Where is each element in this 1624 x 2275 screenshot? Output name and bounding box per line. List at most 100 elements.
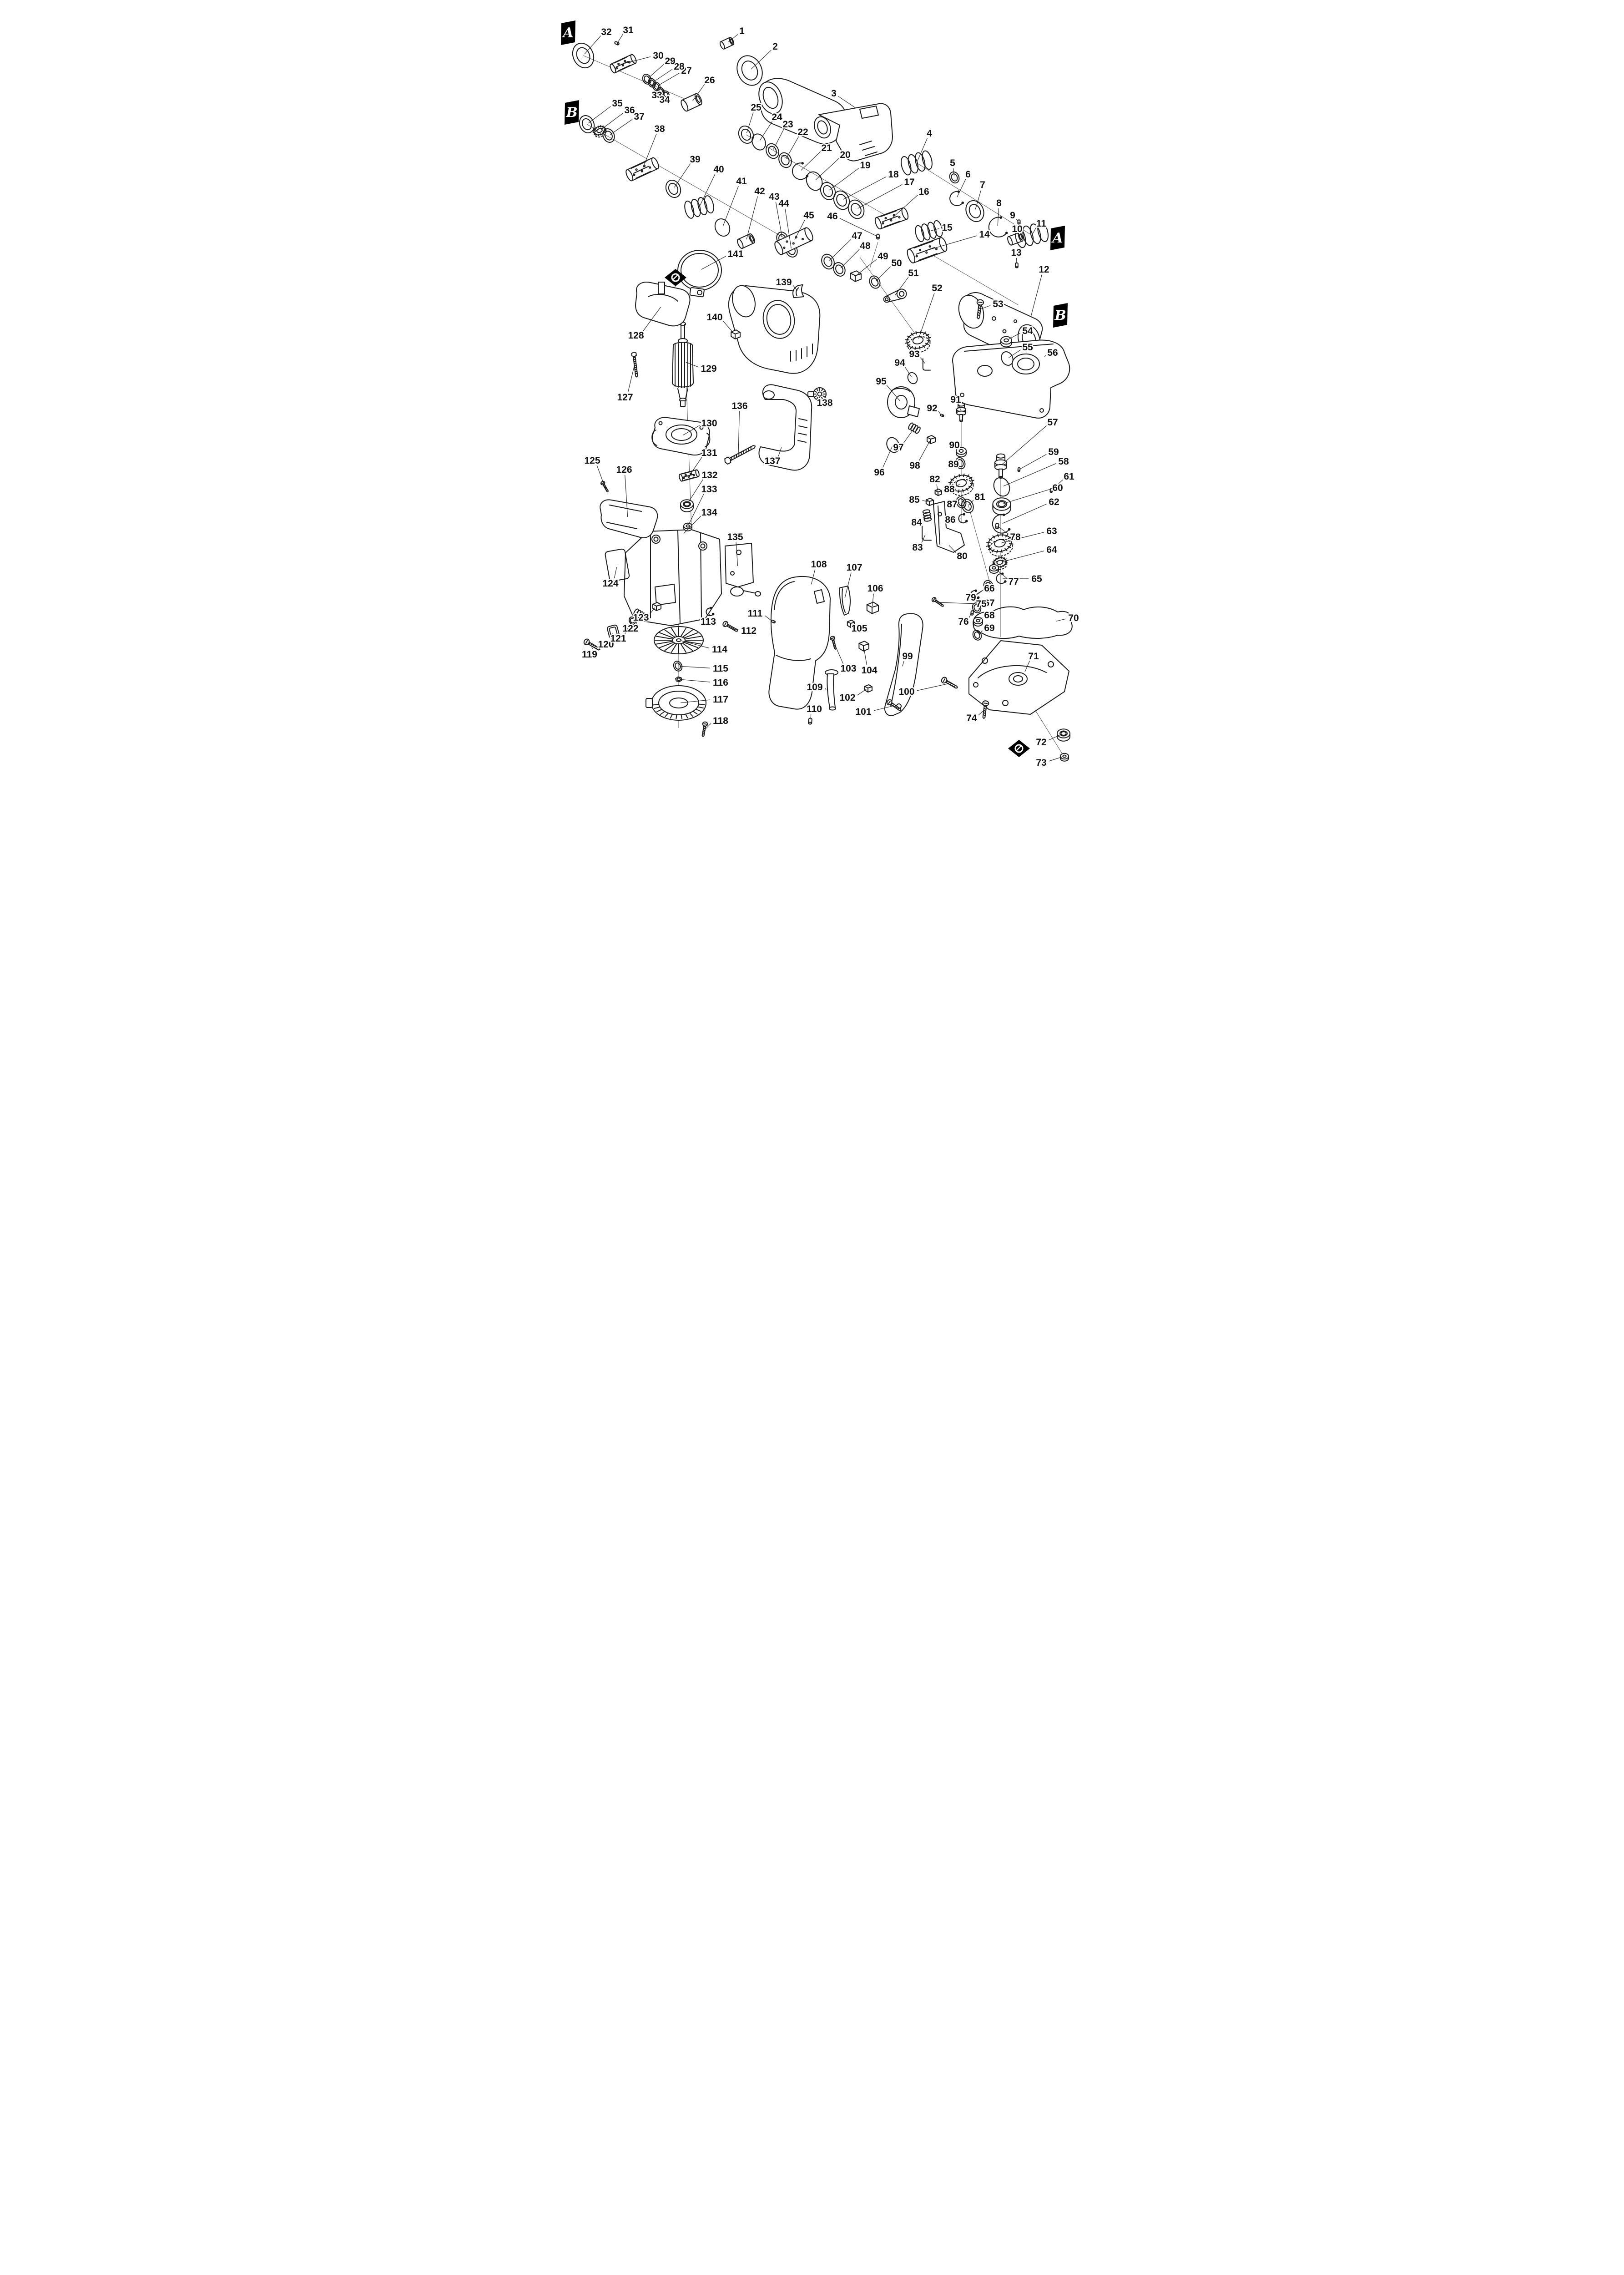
part-label-99: 99 bbox=[902, 651, 913, 662]
leader-101 bbox=[873, 706, 893, 711]
part-labels: 1234567891011121314151617181920212223242… bbox=[581, 24, 1080, 767]
part-glyph-115 bbox=[673, 661, 683, 672]
part-glyph-131 bbox=[679, 469, 700, 482]
part-glyph-86 bbox=[958, 513, 968, 524]
gasket bbox=[973, 606, 1073, 639]
leader-105 bbox=[850, 624, 852, 626]
leader-57 bbox=[1002, 425, 1047, 465]
part-label-93: 93 bbox=[909, 349, 919, 359]
part-label-129: 129 bbox=[701, 364, 716, 374]
part-label-44: 44 bbox=[778, 198, 789, 209]
part-label-105: 105 bbox=[851, 623, 867, 634]
leader-77 bbox=[995, 568, 1007, 579]
part-label-133: 133 bbox=[701, 484, 717, 495]
part-glyph-118 bbox=[701, 721, 708, 737]
part-label-53: 53 bbox=[993, 299, 1003, 309]
leader-6 bbox=[957, 179, 966, 197]
part-glyph-2 bbox=[736, 55, 763, 86]
brush-holder-bracket bbox=[933, 501, 965, 553]
part-glyph-110 bbox=[808, 718, 812, 725]
part-label-17: 17 bbox=[904, 177, 914, 187]
part-glyph-102 bbox=[864, 684, 873, 693]
barrel-housing bbox=[758, 78, 893, 162]
part-label-139: 139 bbox=[776, 277, 792, 288]
part-label-94: 94 bbox=[894, 358, 905, 368]
part-glyph-6 bbox=[949, 190, 964, 206]
part-glyph-96 bbox=[886, 437, 900, 453]
part-glyph-139 bbox=[792, 284, 804, 298]
leader-79 bbox=[977, 586, 987, 595]
part-label-78: 78 bbox=[1010, 532, 1021, 542]
leader-103 bbox=[834, 644, 843, 664]
part-label-15: 15 bbox=[942, 222, 953, 233]
leader-80 bbox=[948, 545, 956, 553]
part-label-116: 116 bbox=[713, 677, 728, 688]
part-label-42: 42 bbox=[754, 186, 765, 197]
part-label-135: 135 bbox=[727, 532, 743, 542]
part-label-57: 57 bbox=[1047, 417, 1058, 428]
part-glyph-62 bbox=[992, 513, 1011, 534]
part-glyph-133 bbox=[683, 522, 692, 531]
part-label-80: 80 bbox=[957, 551, 967, 561]
part-label-91: 91 bbox=[950, 394, 961, 405]
part-label-28: 28 bbox=[674, 61, 685, 72]
leader-18 bbox=[843, 176, 887, 200]
part-glyph-112 bbox=[722, 621, 738, 632]
part-glyph-29 bbox=[642, 74, 652, 85]
leader-11 bbox=[1033, 227, 1037, 234]
part-label-115: 115 bbox=[713, 663, 728, 674]
part-glyph-79 bbox=[983, 580, 994, 592]
part-label-37: 37 bbox=[634, 111, 644, 122]
part-label-38: 38 bbox=[654, 124, 665, 134]
leader-75 bbox=[939, 602, 973, 604]
part-label-65: 65 bbox=[1031, 574, 1042, 584]
part-label-121: 121 bbox=[610, 633, 626, 644]
leader-71 bbox=[1024, 661, 1030, 672]
part-label-76: 76 bbox=[958, 617, 968, 627]
part-label-29: 29 bbox=[665, 56, 675, 66]
part-label-13: 13 bbox=[1011, 248, 1021, 258]
part-glyph-72 bbox=[1057, 728, 1070, 742]
leader-137 bbox=[778, 447, 782, 457]
leader-72 bbox=[1049, 733, 1062, 741]
part-label-47: 47 bbox=[852, 231, 862, 241]
part-label-73: 73 bbox=[1036, 758, 1046, 766]
leader-22 bbox=[786, 136, 799, 159]
part-glyph-54 bbox=[1000, 336, 1012, 348]
part-glyph-101 bbox=[886, 699, 902, 711]
part-glyph-8 bbox=[988, 216, 1008, 238]
leader-52 bbox=[918, 293, 935, 339]
leader-68 bbox=[979, 617, 983, 620]
part-glyph-1 bbox=[719, 37, 735, 50]
crank-housing bbox=[952, 339, 1070, 419]
leader-126 bbox=[625, 475, 628, 517]
part-label-2: 2 bbox=[772, 41, 778, 52]
leader-25 bbox=[746, 112, 754, 133]
part-glyph-100 bbox=[941, 677, 958, 689]
part-glyph-78 bbox=[995, 522, 999, 530]
part-label-55: 55 bbox=[1022, 342, 1033, 353]
part-label-72: 72 bbox=[1036, 737, 1046, 748]
part-glyph-5 bbox=[949, 171, 960, 184]
brand-diamond-logo bbox=[1008, 740, 1030, 757]
leader-112 bbox=[732, 627, 739, 630]
part-label-112: 112 bbox=[741, 626, 757, 636]
dust-boot bbox=[825, 669, 838, 711]
part-glyph-17 bbox=[847, 199, 865, 219]
section-marker-a-0: A bbox=[561, 20, 575, 45]
part-glyph-103 bbox=[830, 636, 837, 650]
part-label-77: 77 bbox=[1008, 576, 1019, 587]
part-glyph-7 bbox=[965, 200, 984, 222]
leader-59 bbox=[1020, 454, 1047, 469]
leader-128 bbox=[642, 307, 661, 332]
leader-50 bbox=[876, 266, 891, 281]
leader-116 bbox=[680, 679, 710, 682]
leader-102 bbox=[857, 689, 867, 696]
part-label-85: 85 bbox=[909, 495, 920, 505]
leader-27 bbox=[658, 73, 680, 86]
leader-45 bbox=[794, 220, 805, 240]
leader-82 bbox=[936, 484, 938, 491]
leader-40 bbox=[700, 174, 716, 206]
leader-41 bbox=[722, 186, 739, 226]
part-glyph-98 bbox=[927, 435, 936, 444]
